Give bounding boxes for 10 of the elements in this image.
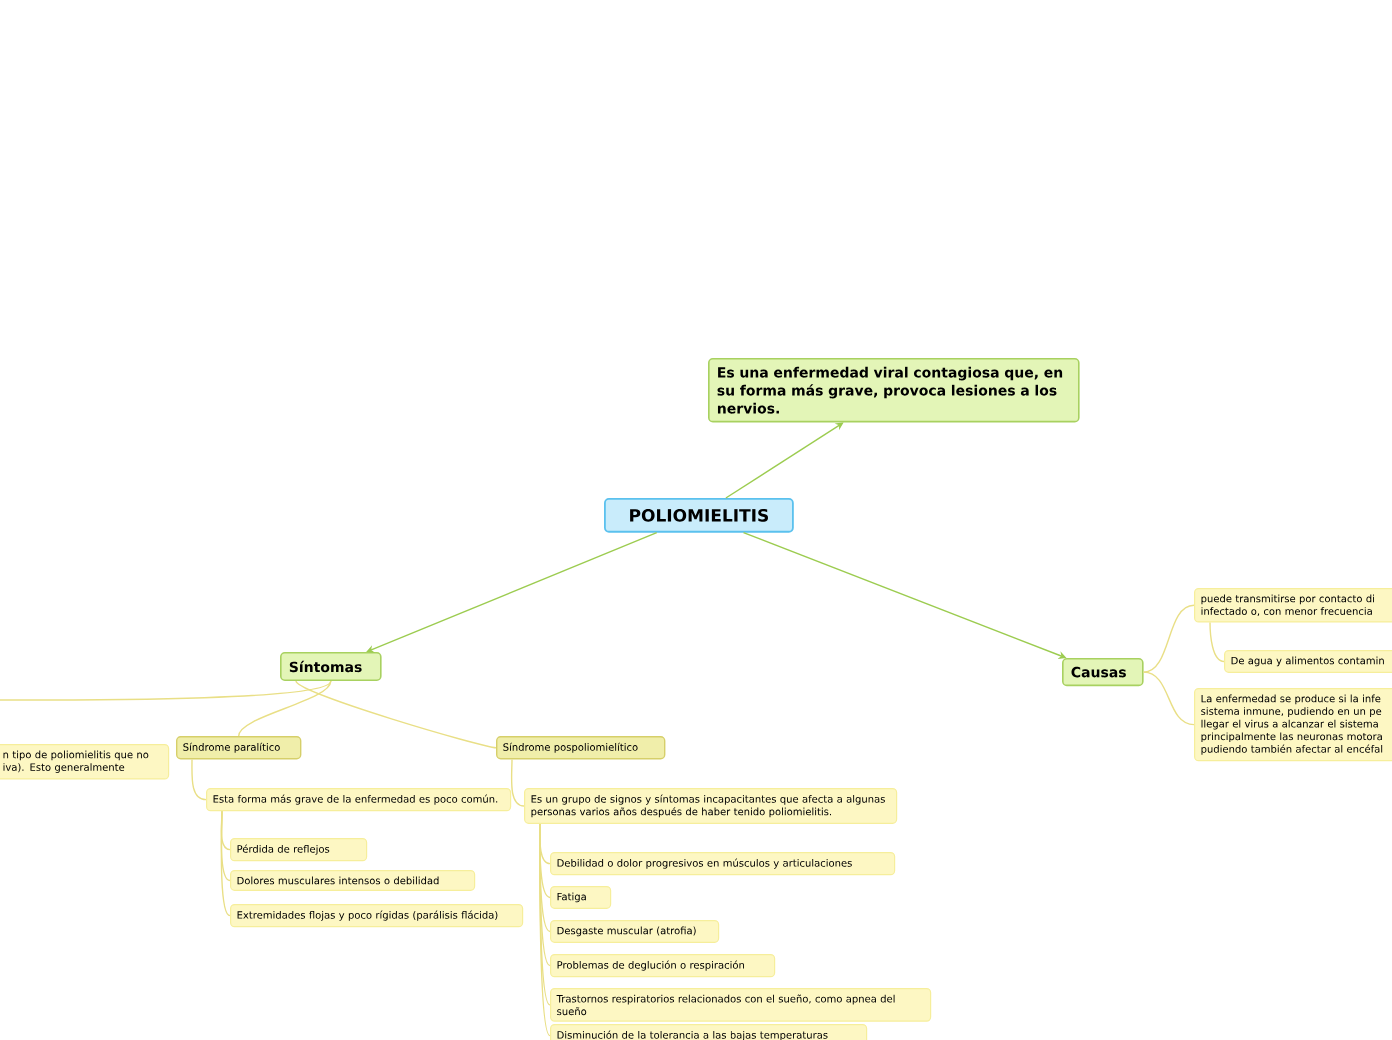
connector-line	[238, 680, 332, 737]
central-topic-box: POLIOMIELITIS	[604, 498, 794, 533]
connector-line	[0, 680, 332, 701]
arrow	[725, 422, 844, 499]
connector-line	[220, 810, 231, 917]
connector-line	[1209, 621, 1225, 663]
arrow	[366, 531, 658, 653]
connector-line	[1142, 604, 1195, 673]
connector-line	[295, 680, 497, 749]
connector-line	[1142, 671, 1195, 726]
